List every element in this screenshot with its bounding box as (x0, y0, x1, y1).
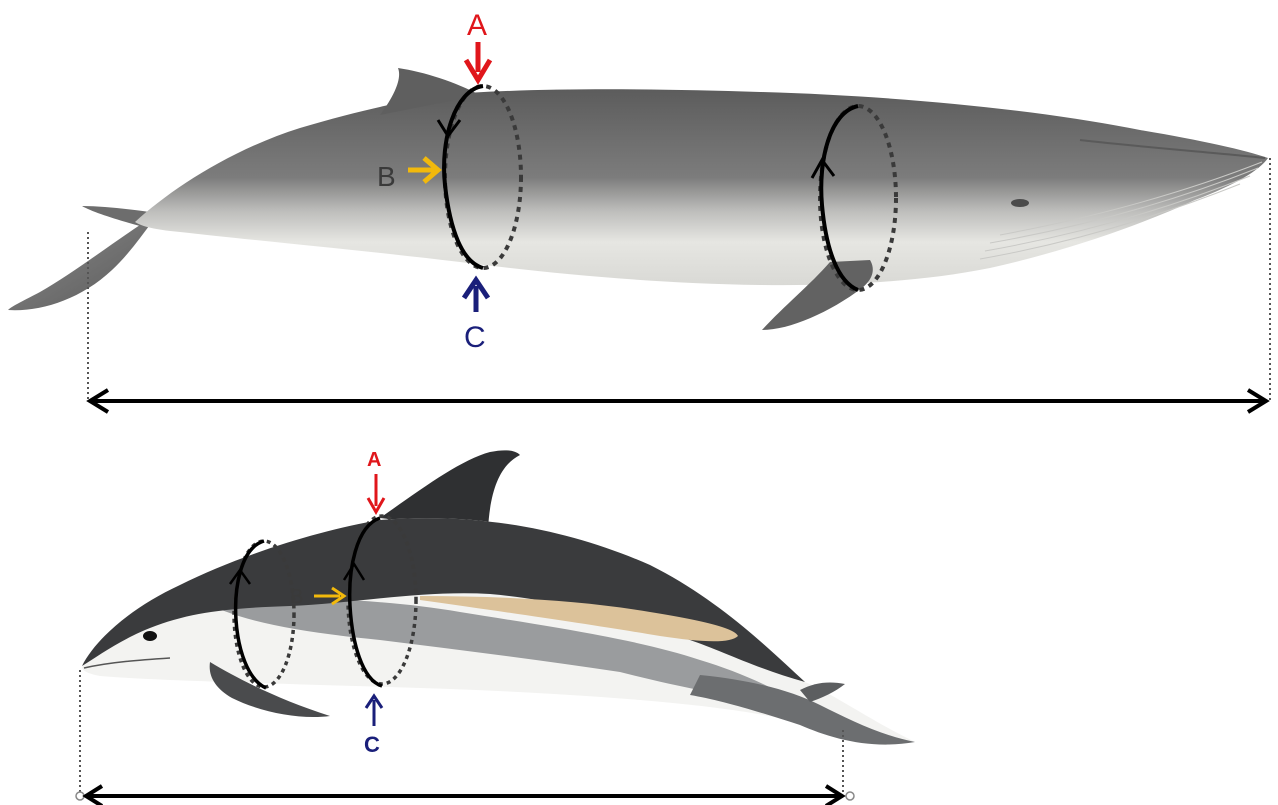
dolphin-label-b: B (290, 586, 303, 608)
dolphin-dorsal-fin (380, 450, 520, 530)
whale-arrow-c (464, 280, 488, 312)
whale-length-arrow (90, 390, 1266, 412)
whale-label-a: A (467, 9, 487, 42)
whale-label-b: B (377, 161, 396, 192)
whale-fluke (8, 222, 152, 310)
common-dolphin: A B C (76, 449, 915, 805)
dolphin-label-a: A (367, 449, 381, 471)
dolphin-arrow-a (368, 474, 384, 512)
dolphin-length-endpoint-right (846, 792, 854, 800)
whale-eye (1011, 199, 1029, 207)
fin-whale: A B C (8, 9, 1270, 412)
dolphin-length-arrow (86, 786, 842, 805)
dolphin-eye (143, 631, 157, 641)
whale-body (135, 89, 1268, 285)
whale-arrow-a (466, 42, 490, 80)
dolphin-label-c: C (364, 732, 380, 757)
dolphin-arrow-c (366, 696, 382, 726)
whale-label-c: C (464, 321, 486, 354)
